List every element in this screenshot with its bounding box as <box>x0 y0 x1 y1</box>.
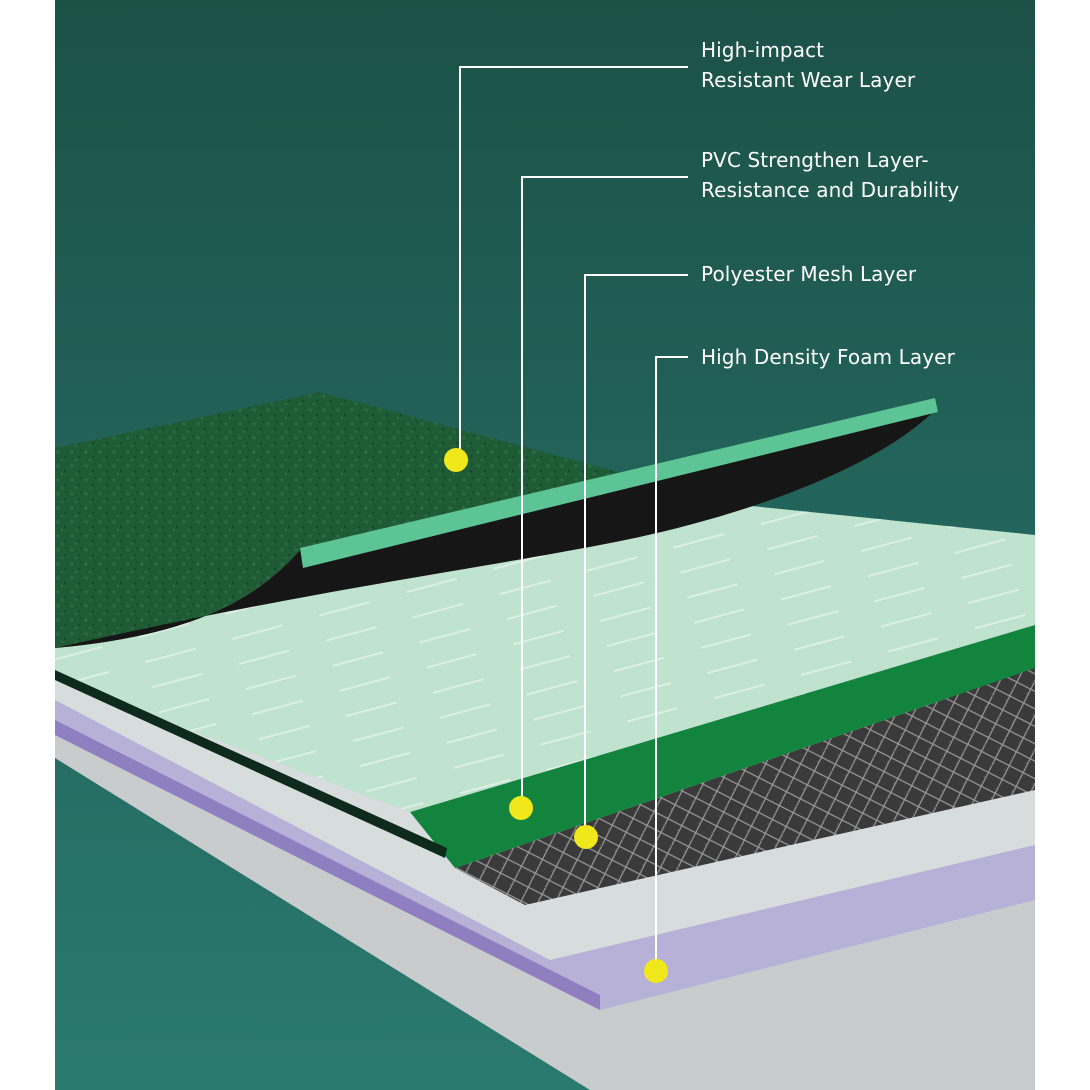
label-pvc-layer: PVC Strengthen Layer- Resistance and Dur… <box>701 145 959 205</box>
marker-wear-layer <box>444 448 468 472</box>
leader-line-wear <box>459 66 688 458</box>
label-wear-layer: High-impact Resistant Wear Layer <box>701 35 915 95</box>
wear-layer-underside <box>55 410 935 648</box>
label-wear-line-1: High-impact <box>701 38 825 62</box>
marker-pvc-layer <box>509 796 533 820</box>
pvc-dark-edge <box>55 670 447 858</box>
label-foam-line-1: High Density Foam Layer <box>701 345 955 369</box>
foam-layer-edge <box>55 720 600 1010</box>
leader-line-pvc <box>521 176 688 806</box>
label-foam-layer: High Density Foam Layer <box>701 342 955 372</box>
marker-mesh-layer <box>574 825 598 849</box>
layers-illustration <box>55 0 1035 1090</box>
wear-layer-edge <box>300 398 938 568</box>
marker-foam-layer <box>644 959 668 983</box>
polyester-mesh-layer <box>455 668 1035 905</box>
label-mesh-layer: Polyester Mesh Layer <box>701 259 916 289</box>
label-mesh-line-1: Polyester Mesh Layer <box>701 262 917 286</box>
label-pvc-line-1: PVC Strengthen Layer- <box>701 148 929 172</box>
leader-line-foam <box>655 356 688 970</box>
pvc-strengthen-layer <box>410 625 1035 868</box>
wear-layer-texture <box>55 392 640 648</box>
label-wear-line-2: Resistant Wear Layer <box>701 68 916 92</box>
leader-line-mesh <box>584 274 688 836</box>
flooring-layers-diagram: High-impact Resistant Wear Layer PVC Str… <box>55 0 1035 1090</box>
label-pvc-line-2: Resistance and Durability <box>701 178 960 202</box>
